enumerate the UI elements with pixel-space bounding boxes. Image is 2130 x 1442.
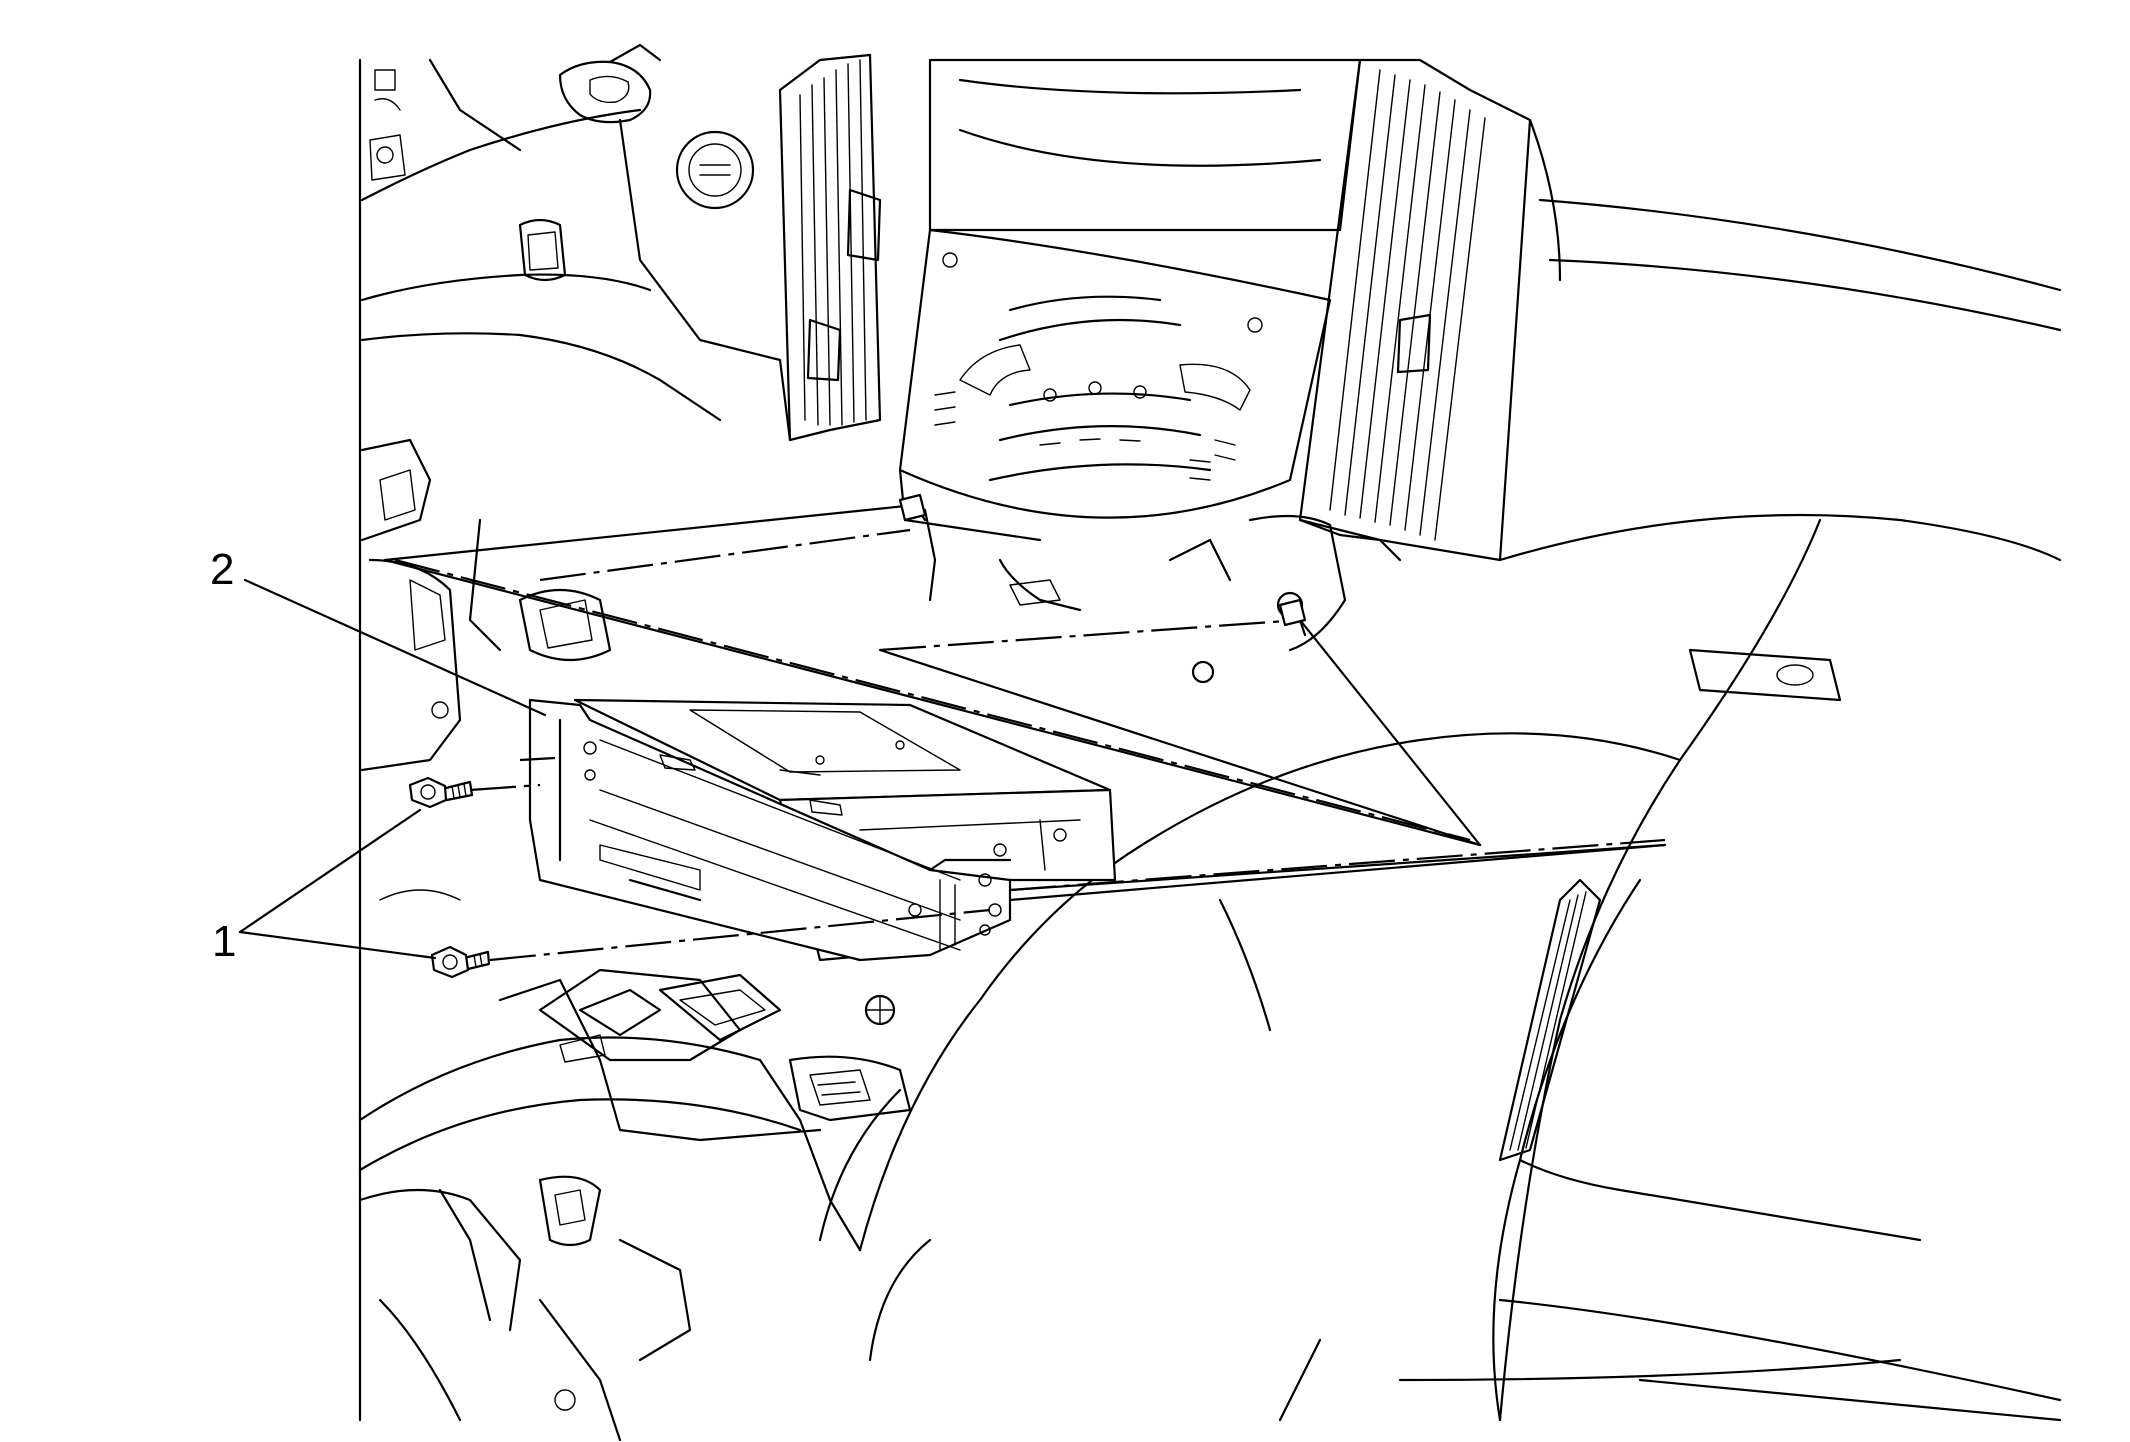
floor-lines — [1278, 1338, 2062, 1422]
dash-mounting-points — [898, 493, 1307, 627]
callout-item-1: 1 — [212, 917, 237, 966]
callout-item-2: 2 — [210, 545, 235, 594]
left-air-vent — [778, 53, 882, 442]
installation-guide-lines — [394, 528, 1666, 962]
mounting-bolt-upper — [408, 776, 474, 809]
center-console — [358, 968, 912, 1442]
passenger-seat — [818, 518, 2062, 1422]
radio-receiver — [528, 698, 1117, 962]
left-instrument-panel — [358, 43, 792, 1422]
mounting-bolt-lower — [430, 945, 491, 979]
right-air-vent — [1298, 58, 1532, 562]
climate-control-panel — [898, 58, 1362, 542]
